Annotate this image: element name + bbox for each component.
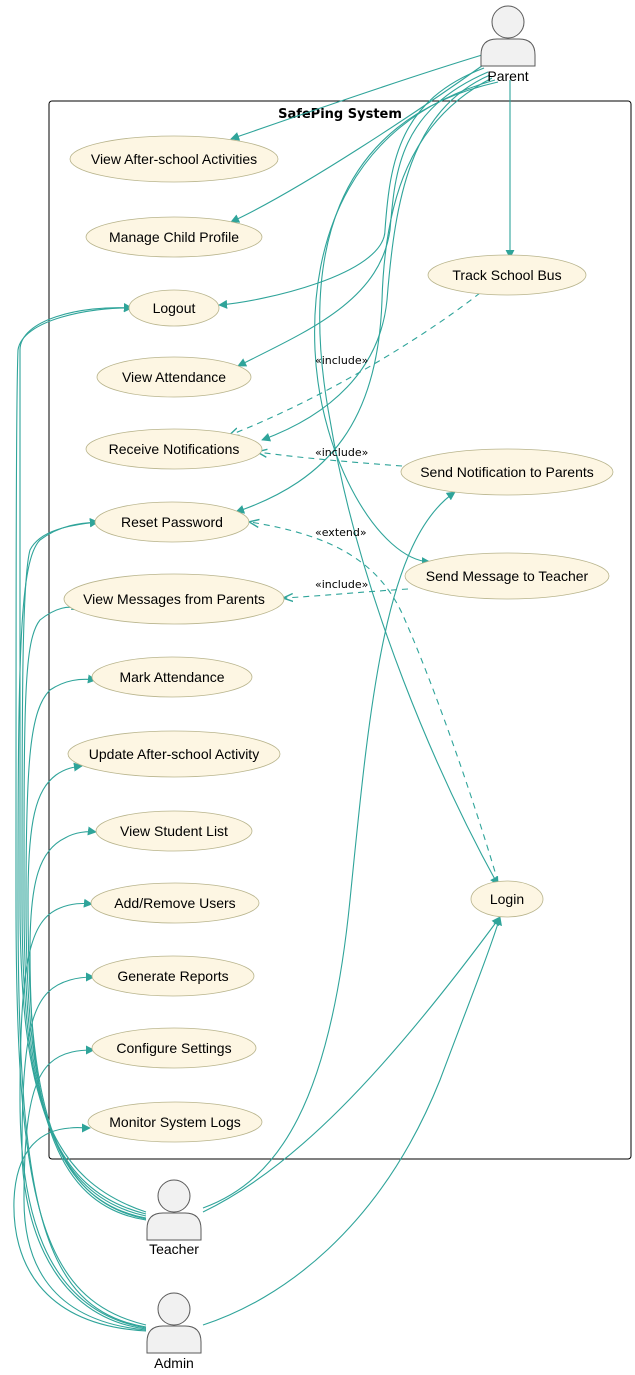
use-case-label: View Messages from Parents [83, 591, 265, 607]
use-case-label: Update After-school Activity [89, 746, 259, 762]
use-case-update-after-school-activity: Update After-school Activity [67, 730, 281, 778]
use-case-configure-settings: Configure Settings [91, 1027, 257, 1069]
person-icon [480, 5, 536, 67]
actor-teacher: Teacher [146, 1179, 202, 1257]
use-case-send-message-to-teacher: Send Message to Teacher [404, 552, 610, 600]
use-case-label: Send Notification to Parents [420, 464, 594, 480]
use-case-receive-notifications: Receive Notifications [85, 428, 263, 470]
use-case-track-school-bus: Track School Bus [427, 254, 587, 296]
include-message-label: «include» [315, 578, 368, 591]
actor-parent: Parent [480, 5, 536, 84]
use-case-reset-password: Reset Password [94, 501, 250, 543]
use-case-manage-child-profile: Manage Child Profile [85, 216, 263, 258]
use-case-logout: Logout [128, 289, 220, 327]
use-case-label: Reset Password [121, 514, 223, 530]
person-icon [146, 1292, 202, 1354]
use-case-label: Configure Settings [116, 1040, 231, 1056]
include-bus-edge [230, 292, 481, 435]
include-notify-label: «include» [315, 446, 368, 459]
use-case-label: Track School Bus [452, 267, 561, 283]
include-bus-label: «include» [315, 354, 368, 367]
person-icon [146, 1179, 202, 1241]
use-case-label: Generate Reports [117, 968, 228, 984]
use-case-label: Send Message to Teacher [426, 568, 589, 584]
use-case-label: Manage Child Profile [109, 229, 239, 245]
use-case-login: Login [470, 880, 544, 918]
use-case-mark-attendance: Mark Attendance [91, 656, 253, 698]
include-message-edge [284, 588, 409, 598]
use-case-label: View Attendance [122, 369, 226, 385]
use-case-label: Logout [153, 300, 196, 316]
use-case-view-messages-from-parents: View Messages from Parents [63, 573, 285, 625]
system-title: SafePing System [278, 107, 402, 122]
use-case-add-remove-users: Add/Remove Users [90, 882, 260, 924]
extend-reset-label: «extend» [315, 526, 367, 539]
admin-edges [13, 303, 502, 1332]
use-case-label: Receive Notifications [109, 441, 240, 457]
actor-label: Teacher [149, 1241, 199, 1257]
parent-edges [218, 54, 515, 886]
actor-label: Parent [487, 68, 528, 84]
use-case-view-after-school-activities: View After-school Activities [69, 135, 279, 183]
use-case-label: Monitor System Logs [109, 1114, 241, 1130]
use-case-label: View After-school Activities [91, 151, 257, 167]
use-case-view-student-list: View Student List [95, 810, 253, 852]
extend-reset-edge [250, 522, 499, 883]
use-case-view-attendance: View Attendance [96, 356, 252, 398]
actor-admin: Admin [146, 1292, 202, 1371]
actor-label: Admin [154, 1355, 194, 1371]
use-case-label: Add/Remove Users [114, 895, 235, 911]
use-case-send-notification-to-parents: Send Notification to Parents [400, 448, 614, 496]
use-case-label: Mark Attendance [119, 669, 224, 685]
use-case-generate-reports: Generate Reports [91, 955, 255, 997]
use-case-label: Login [490, 891, 524, 907]
use-case-monitor-system-logs: Monitor System Logs [87, 1101, 263, 1143]
use-case-label: View Student List [120, 823, 228, 839]
